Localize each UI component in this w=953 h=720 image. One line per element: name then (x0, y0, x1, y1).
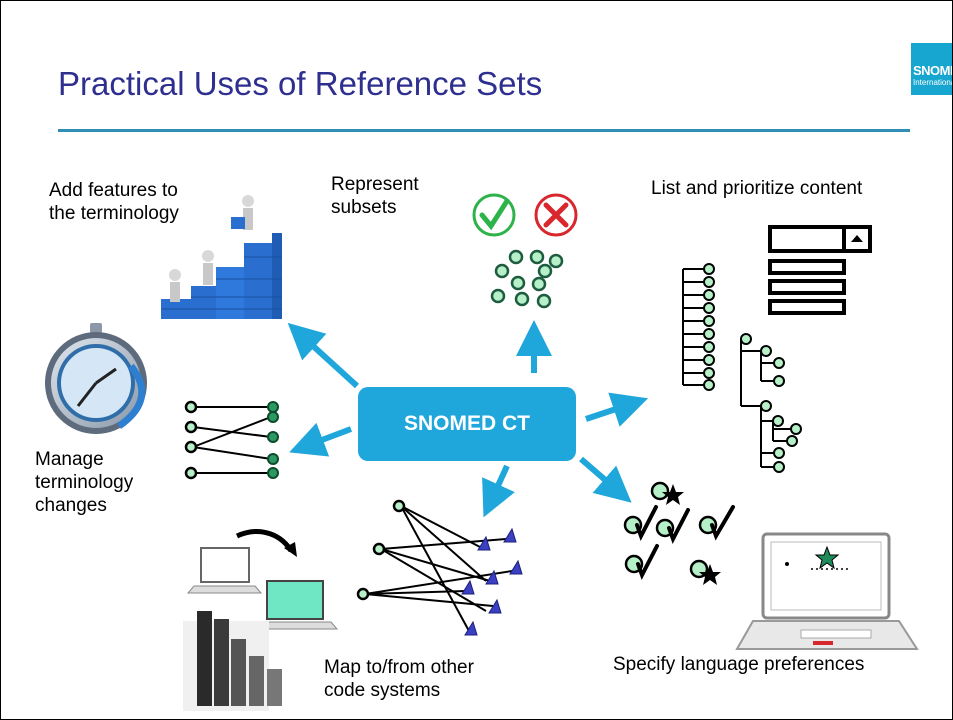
laptop-icon (186, 547, 263, 594)
label-manage-changes-line-2: terminology (35, 472, 134, 493)
label-represent-subsets-line-1: Represent (331, 174, 419, 195)
logo-line-1: SNOMED (913, 63, 952, 78)
tree-icon-branching (740, 333, 802, 473)
snomed-logo: SNOMED International (911, 43, 952, 95)
title-divider (58, 129, 910, 132)
label-list-prioritize: List and prioritize content (651, 178, 863, 199)
star-icon (662, 484, 721, 585)
arrows (287, 320, 649, 518)
center-snomed-ct: SNOMED CT (358, 387, 576, 461)
label-manage-changes-line-1: Manage (35, 449, 104, 470)
slide-title: Practical Uses of Reference Sets (58, 65, 543, 102)
cross-icon (534, 193, 578, 237)
change-map-icon (184, 400, 279, 480)
label-manage-changes: Manage terminology changes (35, 448, 133, 517)
check-marks (635, 505, 735, 580)
label-map-systems-line-2: code systems (324, 680, 441, 701)
label-map-systems: Map to/from other code systems (324, 656, 474, 702)
label-represent-subsets-line-2: subsets (331, 197, 397, 218)
label-language-prefs: Specify language preferences (613, 654, 865, 675)
list-box-icon (768, 225, 872, 315)
check-icon (472, 193, 516, 237)
puzzle-staircase-icon (161, 195, 282, 319)
arrow-up-left (287, 322, 360, 389)
logo-line-2: International (913, 78, 952, 87)
label-manage-changes-line-3: changes (35, 495, 107, 516)
laptop-icon-large (735, 532, 919, 650)
subset-nodes (490, 249, 564, 309)
label-add-features-line-2: the terminology (49, 203, 179, 224)
arrow-right (585, 392, 649, 427)
label-map-systems-line-1: Map to/from other (324, 657, 474, 678)
code-system-map-icon (356, 499, 523, 636)
label-add-features-line-1: Add features to (49, 180, 178, 201)
tree-icon (682, 263, 715, 391)
label-add-features: Add features to the terminology (49, 179, 179, 225)
label-represent-subsets: Represent subsets (331, 173, 419, 219)
bar-chart-icon (183, 611, 282, 711)
arrow-down (482, 464, 515, 518)
laptop-icon-green (251, 580, 339, 630)
stopwatch-icon (45, 323, 147, 434)
arrow-down-right (579, 456, 632, 503)
arrow-left (289, 422, 353, 457)
